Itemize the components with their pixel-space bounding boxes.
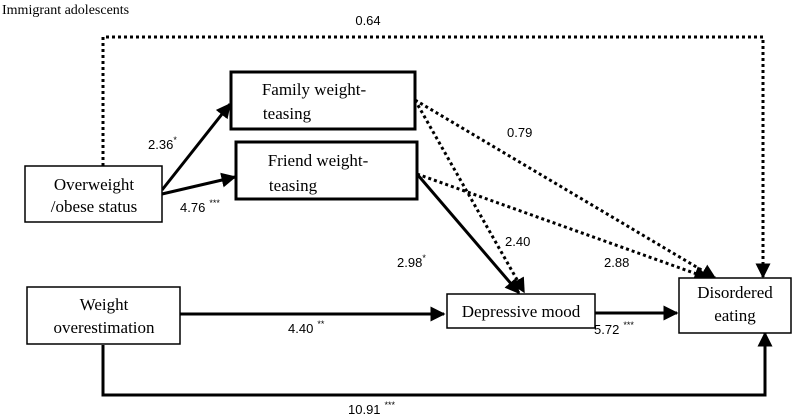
- node-overweight-line2: /obese status: [51, 197, 137, 216]
- coef-value: 2.36: [148, 137, 173, 152]
- path-overweight-to-family: [160, 102, 232, 191]
- path-overweight-to-disordered: [101, 35, 771, 279]
- coef-value: 2.98: [397, 255, 422, 270]
- coef-value: 4.40: [288, 321, 313, 336]
- node-overweight-line1: Overweight: [54, 175, 135, 194]
- node-weight-overestimation: Weight overestimation: [26, 286, 181, 345]
- node-friend-line2: teasing: [269, 176, 318, 195]
- node-depressive-line1: Depressive mood: [462, 302, 581, 321]
- diagram-title: Immigrant adolescents: [2, 3, 129, 18]
- label-friend-to-depressive: 2.98*: [397, 253, 426, 270]
- path-overweight-to-friend: [161, 172, 237, 196]
- label-overweight-to-friend: 4.76 ***: [180, 198, 220, 215]
- node-disordered-line2: eating: [714, 306, 756, 325]
- path-family-to-disordered: [414, 98, 717, 280]
- node-family-teasing: Family weight- teasing: [229, 70, 417, 131]
- label-weight-to-depressive: 4.40 **: [288, 319, 325, 336]
- path-weight-to-disordered: [101, 331, 773, 397]
- coef-value: 4.76: [180, 200, 205, 215]
- label-depressive-to-disordered: 5.72 ***: [594, 320, 634, 337]
- node-overweight: Overweight /obese status: [24, 165, 163, 223]
- node-weight-line2: overestimation: [53, 318, 155, 337]
- node-weight-line1: Weight: [80, 295, 129, 314]
- sig-stars: ***: [385, 400, 396, 410]
- path-family-to-depressive: [413, 99, 526, 294]
- label-weight-to-disordered: 10.91 ***: [348, 400, 396, 415]
- coef-value: 2.40: [505, 234, 530, 249]
- coef-value: 10.91: [348, 402, 381, 415]
- sig-stars: *: [422, 253, 426, 263]
- label-overweight-to-family: 2.36*: [148, 135, 177, 152]
- label-overweight-to-disordered: 0.64: [355, 13, 380, 28]
- label-family-to-disordered: 0.79: [507, 125, 532, 140]
- path-friend-to-depressive: [415, 173, 521, 295]
- sig-stars: *: [173, 135, 177, 145]
- sig-stars: **: [317, 319, 325, 329]
- sig-stars: ***: [623, 320, 634, 330]
- node-friend-teasing: Friend weight- teasing: [234, 140, 419, 201]
- label-family-to-depressive: 2.40: [505, 234, 530, 249]
- node-family-line1: Family weight-: [262, 80, 367, 99]
- node-depressive-mood: Depressive mood: [446, 293, 596, 329]
- node-disordered-line1: Disordered: [697, 283, 773, 302]
- coef-value: 5.72: [594, 322, 619, 337]
- coef-value: 0.64: [355, 13, 380, 28]
- node-family-line2: teasing: [263, 104, 312, 123]
- node-disordered-eating: Disordered eating: [678, 277, 792, 334]
- node-friend-line1: Friend weight-: [268, 151, 369, 170]
- coef-value: 0.79: [507, 125, 532, 140]
- sig-stars: ***: [209, 198, 220, 208]
- label-friend-to-disordered: 2.88: [604, 255, 629, 270]
- coef-value: 2.88: [604, 255, 629, 270]
